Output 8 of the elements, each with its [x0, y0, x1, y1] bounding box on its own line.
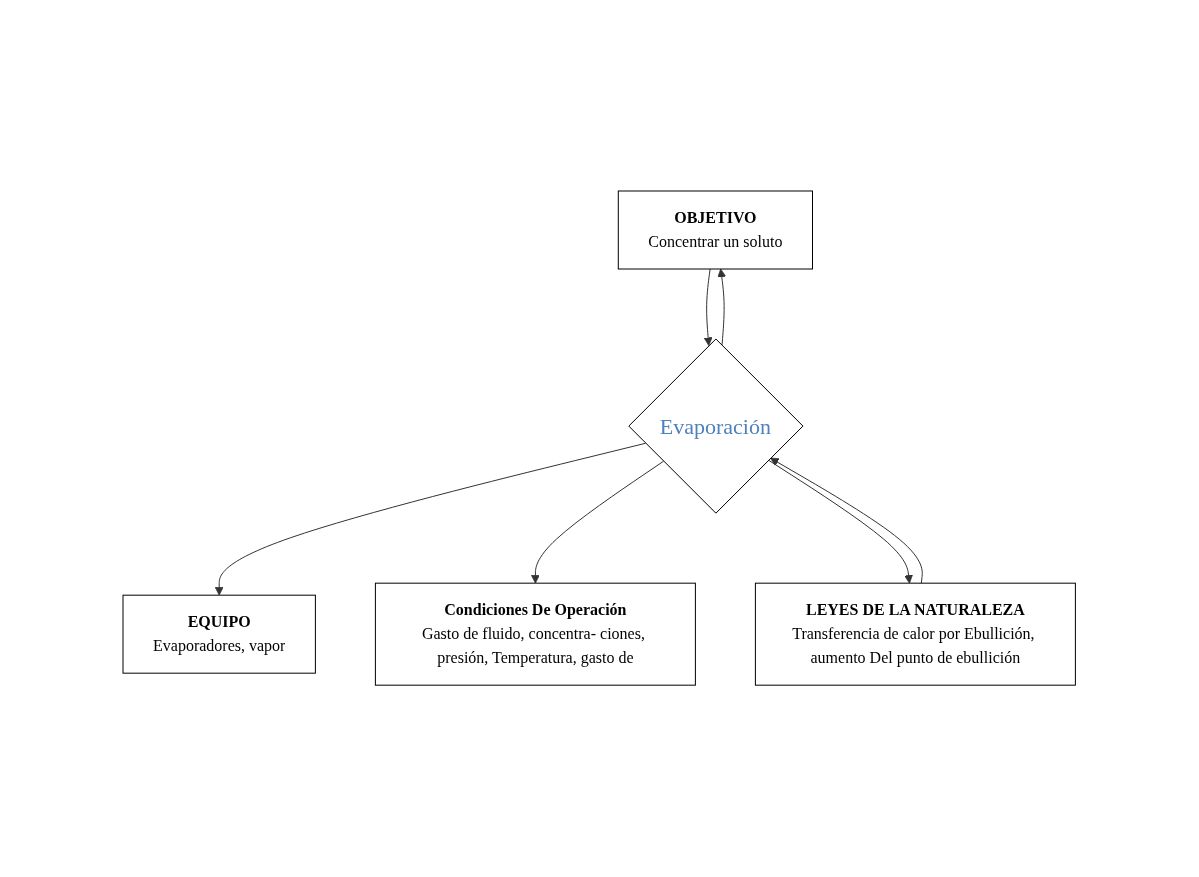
- node-box: Condiciones De Operación Gasto de fluido, concentra- ciones, presión, Temperatura, gasto de: [375, 583, 697, 687]
- node-box: OBJETIVO Concentrar un soluto: [618, 190, 814, 270]
- arrow: [215, 443, 647, 596]
- node-box: EQUIPO Evaporadores, vapor: [122, 595, 317, 675]
- node-box: LEYES DE LA NATURALEZA Transferencia de calor por Ebullición, aumento Del punto de ebullición: [755, 583, 1077, 687]
- arrow: [531, 461, 665, 584]
- arrow: [704, 268, 713, 347]
- node-diamond: Evaporación: [628, 338, 804, 515]
